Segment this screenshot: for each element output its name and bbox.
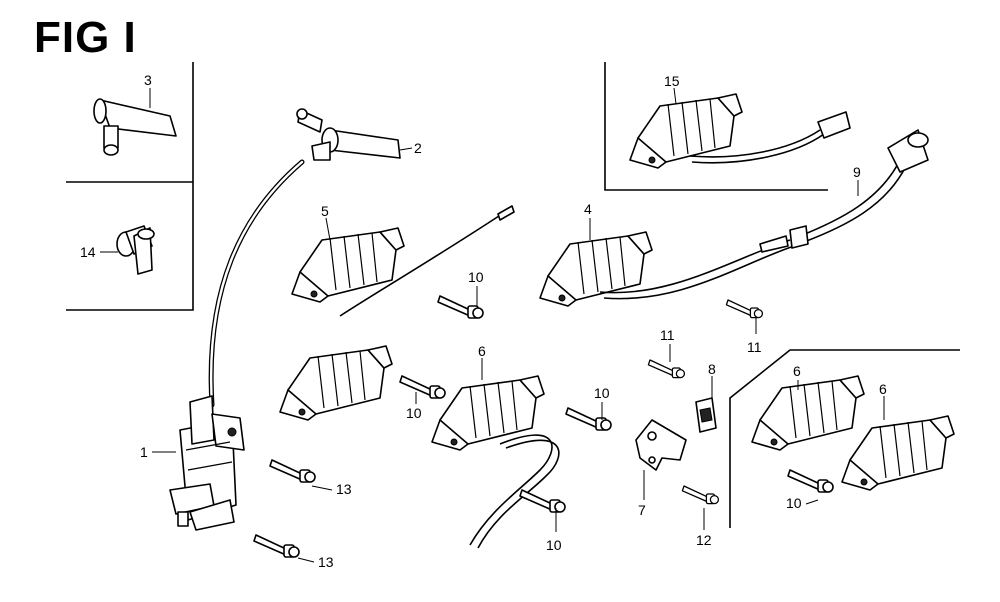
callout-11-a: 11	[660, 327, 675, 343]
callout-15: 15	[664, 73, 680, 89]
figure-title: FIG I	[34, 13, 137, 62]
wire-harness-connector-part	[789, 129, 929, 249]
callout-6-c: 6	[879, 381, 887, 397]
spark-plug-cap-elbow-part	[116, 225, 155, 275]
callout-6-a: 6	[478, 343, 486, 359]
ignition-coil-part	[169, 395, 245, 531]
callout-10-e: 10	[786, 495, 802, 511]
coil-6-inset-b-part	[841, 415, 955, 491]
callout-14: 14	[80, 244, 96, 260]
callout-labels: 1 2 3 4 5 6 6 6 7 8 9 10 10 10 10 10 10 …	[80, 72, 887, 570]
callout-2: 2	[414, 140, 422, 156]
bolt-12	[681, 485, 720, 505]
bolt-13-a	[269, 459, 316, 483]
callout-3: 3	[144, 72, 152, 88]
callout-8: 8	[708, 361, 716, 377]
callout-9: 9	[853, 164, 861, 180]
charge-coil-lower-part	[279, 345, 393, 421]
high-tension-lead	[208, 159, 305, 408]
bolt-10-e	[787, 469, 834, 493]
leader-lines	[100, 87, 885, 563]
bolt-10-a	[437, 295, 484, 319]
inset-frame-left	[66, 62, 194, 311]
bolt-11-a	[647, 359, 686, 379]
bracket-part	[635, 419, 687, 471]
callout-13-b: 13	[318, 554, 334, 570]
coil-15-lead	[689, 129, 821, 158]
bolt-10-d	[519, 489, 566, 513]
coil-6-inset-a-part	[751, 375, 865, 451]
clip-part	[695, 397, 717, 433]
charge-coil-lead	[339, 211, 506, 317]
exciter-coil-4-part	[539, 231, 653, 307]
callout-6-b: 6	[793, 363, 801, 379]
spark-plug-cap-part	[93, 98, 177, 156]
bolt-11-b	[725, 299, 764, 319]
callout-7: 7	[638, 502, 646, 518]
inset-frame-top-right	[604, 62, 828, 191]
coil-6-center-part	[431, 375, 545, 451]
callout-1: 1	[140, 444, 148, 460]
charge-coil-upper-part	[291, 227, 405, 303]
bolt-10-c	[565, 407, 612, 431]
callout-10-a: 10	[468, 269, 484, 285]
inset-frame-bottom-right	[729, 349, 960, 528]
bolt-13-b	[253, 534, 300, 558]
callout-13-a: 13	[336, 481, 352, 497]
callout-10-c: 10	[594, 385, 610, 401]
coil-6-lead	[469, 434, 553, 546]
callout-12: 12	[696, 532, 712, 548]
callout-10-b: 10	[406, 405, 422, 421]
callout-11-b: 11	[747, 339, 762, 355]
plug-cap-with-lead-part	[296, 108, 401, 161]
callout-10-d: 10	[546, 537, 562, 553]
bolt-10-b	[399, 375, 446, 399]
callout-4: 4	[584, 201, 592, 217]
callout-5: 5	[321, 203, 329, 219]
